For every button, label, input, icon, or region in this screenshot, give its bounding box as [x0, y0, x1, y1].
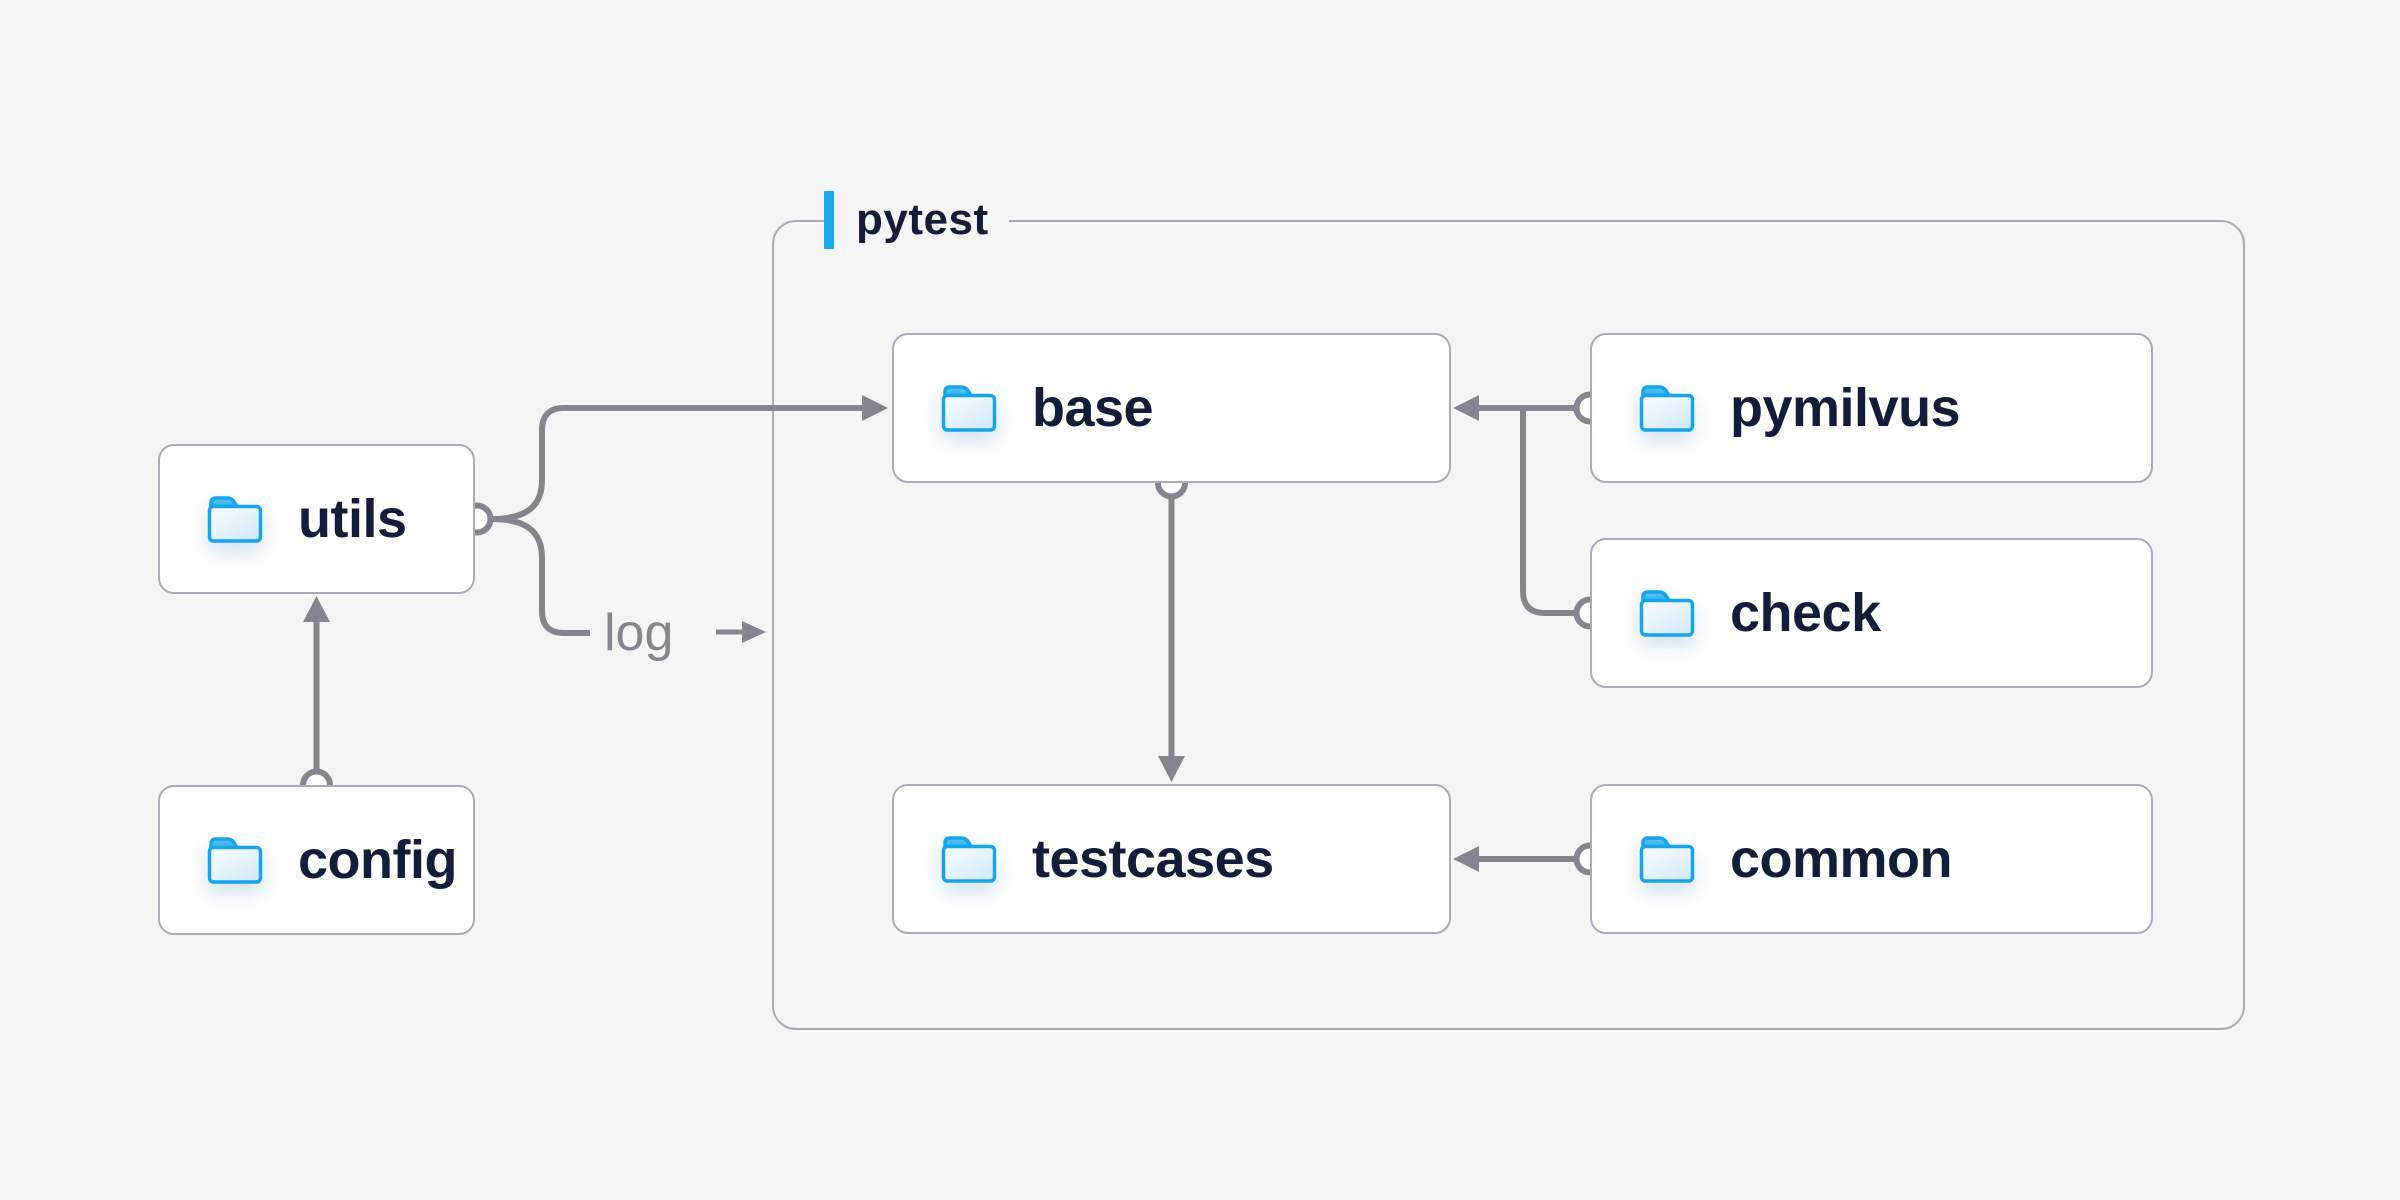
node-label: common: [1730, 829, 1953, 889]
folder-icon: [1639, 385, 1695, 432]
folder-icon: [207, 496, 263, 543]
label-accent-bar: [824, 191, 834, 249]
edge-utils-log: log: [490, 516, 766, 662]
node-common: common: [1590, 784, 2153, 934]
node-label: testcases: [1032, 829, 1274, 889]
node-check: check: [1590, 538, 2153, 688]
log-edge-label: log: [604, 604, 673, 662]
node-base: base: [892, 333, 1451, 483]
node-label: check: [1730, 583, 1881, 643]
node-label: pymilvus: [1730, 378, 1961, 438]
pytest-group-container: [772, 220, 2245, 1030]
folder-icon: [941, 836, 997, 883]
node-label: base: [1032, 378, 1154, 438]
node-testcases: testcases: [892, 784, 1451, 934]
node-label: utils: [298, 489, 407, 549]
node-utils: utils: [158, 444, 475, 594]
edge-config-utils: [300, 596, 333, 802]
folder-icon: [1639, 836, 1695, 883]
node-config: config: [158, 785, 475, 935]
pytest-group-label: pytest: [824, 189, 1009, 251]
pytest-group-label-text: pytest: [856, 195, 989, 244]
folder-icon: [941, 385, 997, 432]
folder-icon: [207, 837, 263, 884]
node-pymilvus: pymilvus: [1590, 333, 2153, 483]
node-label: config: [298, 830, 457, 890]
folder-icon: [1639, 590, 1695, 637]
